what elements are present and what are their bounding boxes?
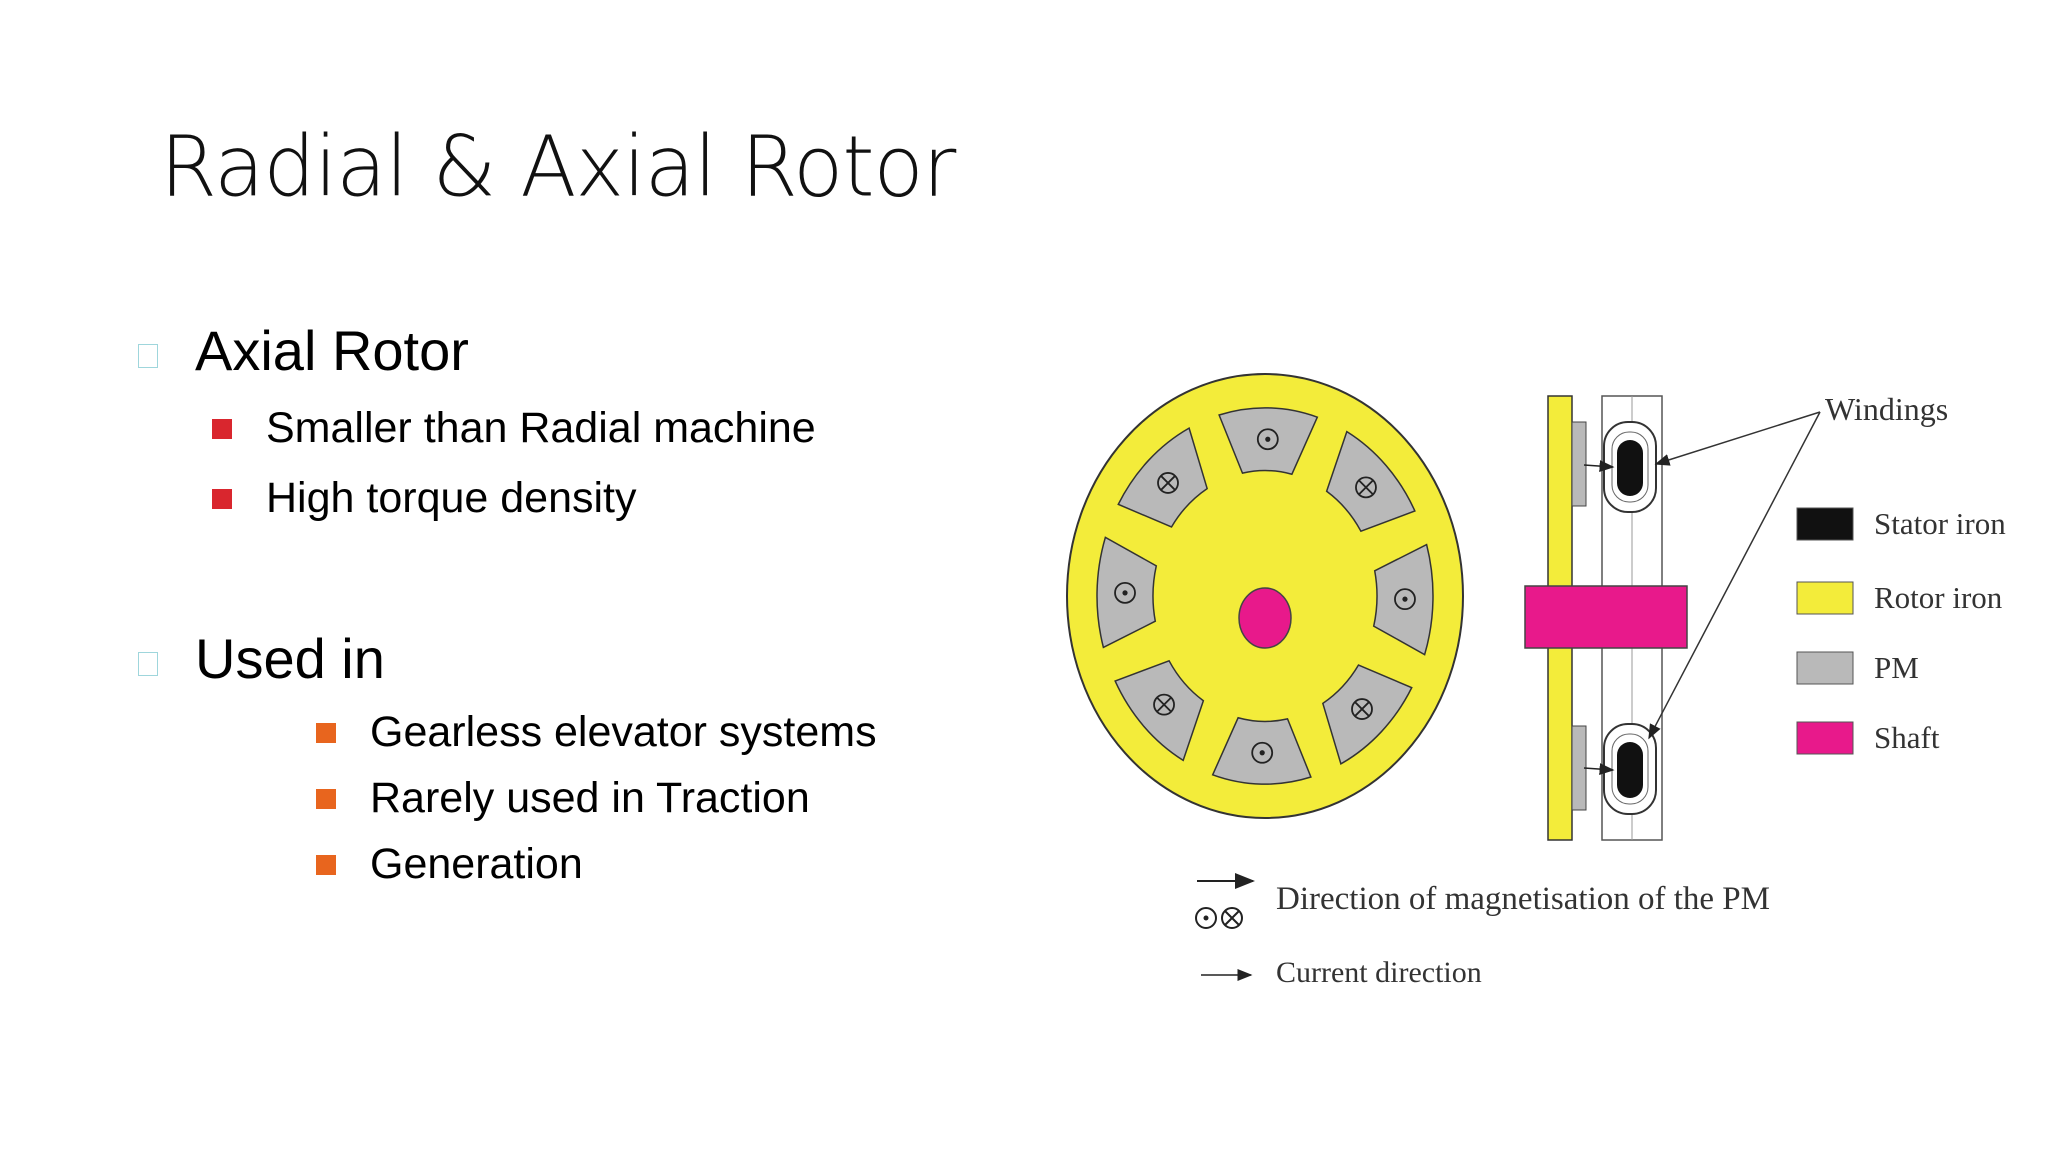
square-bullet-icon	[316, 854, 336, 875]
pm-block-bottom	[1571, 725, 1587, 811]
windings-arrow-top	[1654, 411, 1821, 466]
square-bullet-icon	[212, 418, 232, 439]
legend-label: Rotor iron	[1874, 580, 2003, 615]
section-heading-used-in: Used in	[138, 626, 385, 691]
list-item-text: Gearless elevator systems	[370, 708, 877, 756]
current-key-text: Current direction	[1276, 956, 1482, 989]
list-item: High torque density	[212, 474, 637, 523]
rotor-side-view	[1524, 395, 1688, 841]
legend: Stator iron Rotor iron PM Shaft	[1796, 506, 2006, 755]
legend-swatch-shaft	[1796, 721, 1854, 755]
square-bullet-icon	[316, 722, 336, 743]
diagram-key: Direction of magnetisation of the PM Cur…	[1195, 873, 1770, 989]
dot-symbol-icon	[1114, 581, 1136, 604]
list-item: Generation	[316, 840, 583, 889]
winding-bottom	[1603, 723, 1657, 815]
slide-title: Radial & Axial Rotor	[160, 119, 956, 216]
magnetisation-key-text: Direction of magnetisation of the PM	[1276, 881, 1770, 917]
pm-block-top	[1571, 421, 1587, 507]
square-bullet-icon	[316, 788, 336, 809]
cross-symbol-icon	[1221, 907, 1243, 929]
legend-label: Stator iron	[1874, 506, 2006, 541]
section-heading-text: Used in	[195, 627, 385, 690]
square-bullet-icon	[212, 488, 232, 509]
rotor-disc-front-view	[1066, 373, 1464, 819]
legend-label: PM	[1874, 650, 1919, 685]
hollow-square-bullet-icon	[138, 651, 158, 676]
section-heading-text: Axial Rotor	[195, 319, 469, 382]
cross-symbol-icon	[1157, 472, 1179, 494]
axial-rotor-diagram: Windings Stator iron Rotor iron PM Shaft	[1066, 373, 2006, 989]
list-item: Smaller than Radial machine	[212, 404, 816, 453]
legend-swatch-stator-iron	[1796, 507, 1854, 541]
dot-symbol-icon	[1394, 588, 1416, 611]
windings-arrow-bottom	[1648, 411, 1821, 740]
list-item-text: High torque density	[266, 474, 637, 522]
cross-symbol-icon	[1355, 476, 1377, 499]
dot-symbol-icon	[1251, 741, 1274, 764]
hollow-square-bullet-icon	[138, 343, 158, 368]
legend-swatch-rotor-iron	[1796, 581, 1854, 615]
list-item: Gearless elevator systems	[316, 708, 877, 757]
legend-swatch-pm	[1796, 651, 1854, 685]
list-item: Rarely used in Traction	[316, 774, 810, 823]
cross-symbol-icon	[1153, 693, 1175, 716]
dot-symbol-icon	[1195, 907, 1217, 929]
section-heading-axial-rotor: Axial Rotor	[138, 318, 469, 383]
cross-symbol-icon	[1351, 698, 1373, 720]
list-item-text: Rarely used in Traction	[370, 774, 810, 822]
dot-symbol-icon	[1256, 428, 1279, 451]
windings-label: Windings	[1825, 391, 1948, 427]
legend-label: Shaft	[1874, 720, 1940, 755]
pm-segments	[1096, 407, 1434, 785]
winding-top	[1603, 421, 1657, 513]
shaft-bar	[1524, 585, 1688, 649]
list-item-text: Smaller than Radial machine	[266, 404, 816, 452]
shaft-circle	[1238, 587, 1292, 649]
list-item-text: Generation	[370, 840, 583, 888]
